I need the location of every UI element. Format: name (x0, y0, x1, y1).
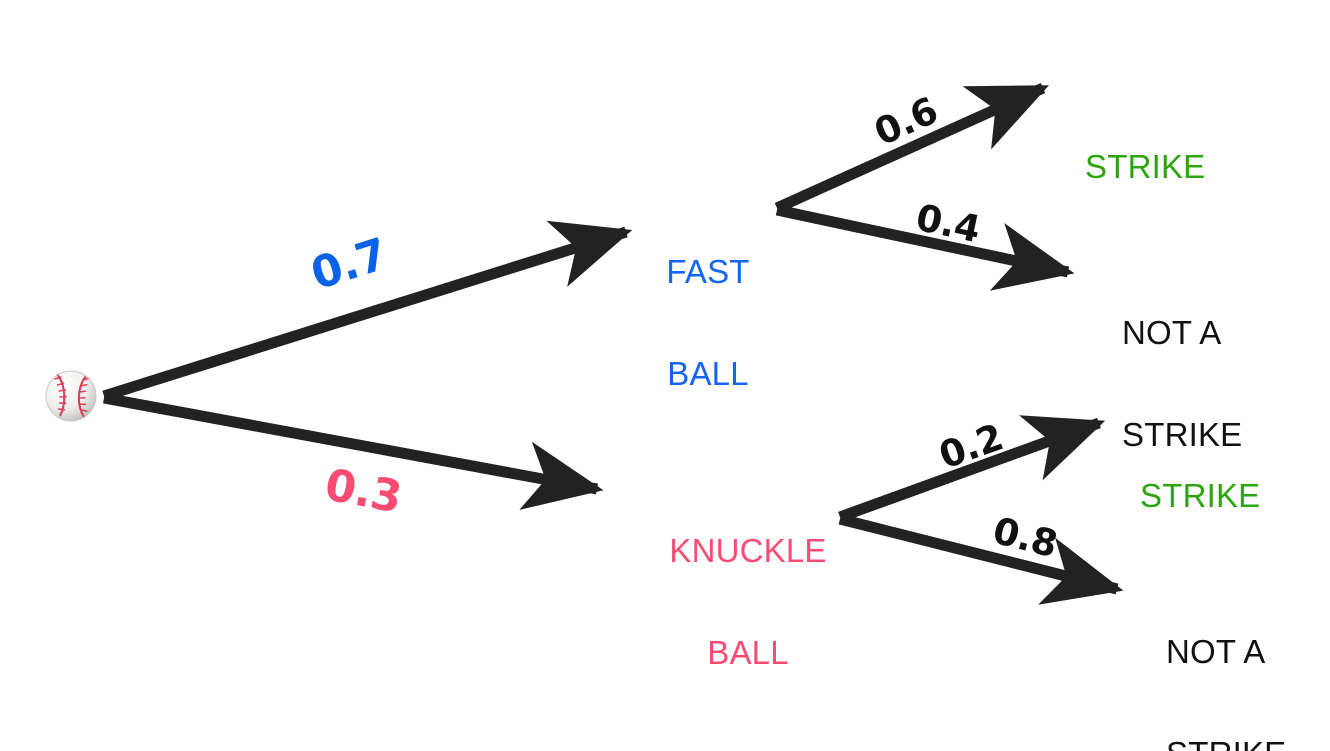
node-fast-ball-line2: BALL (667, 354, 749, 392)
leaf-strike-top-line1: STRIKE (1085, 147, 1206, 185)
leaf-not-a-strike-bottom-line1: NOT A (1166, 632, 1266, 670)
node-fast-ball-line1: FAST (666, 252, 750, 290)
leaf-not-a-strike-top: NOT A STRIKE (1122, 248, 1247, 520)
leaf-strike-bottom-line1: STRIKE (1140, 476, 1261, 514)
leaf-strike-bottom: STRIKE (1140, 411, 1275, 581)
leaf-not-a-strike-bottom: NOT A STRIKE (1166, 567, 1291, 751)
leaf-not-a-strike-top-line2: STRIKE (1122, 415, 1243, 453)
baseball-icon (45, 370, 97, 422)
node-knuckle-ball-line1: KNUCKLE (669, 531, 827, 569)
node-fast-ball: FAST BALL (648, 187, 768, 459)
leaf-strike-top: STRIKE (1085, 82, 1220, 252)
leaf-not-a-strike-bottom-line2: STRIKE (1166, 736, 1291, 751)
edge-root-to-fastball (102, 220, 633, 402)
leaf-not-a-strike-top-line1: NOT A (1122, 313, 1222, 351)
edge-root-to-knuckleball (103, 392, 604, 510)
edge-fastball-to-notstrike (775, 204, 1075, 291)
edge-fastball-to-strike (774, 82, 1050, 214)
node-knuckle-ball-line2: BALL (707, 633, 789, 671)
node-knuckle-ball: KNUCKLE BALL (648, 466, 848, 738)
edge-knuckleball-to-notstrike (838, 513, 1124, 605)
edge-knuckleball-to-strike (838, 415, 1106, 523)
